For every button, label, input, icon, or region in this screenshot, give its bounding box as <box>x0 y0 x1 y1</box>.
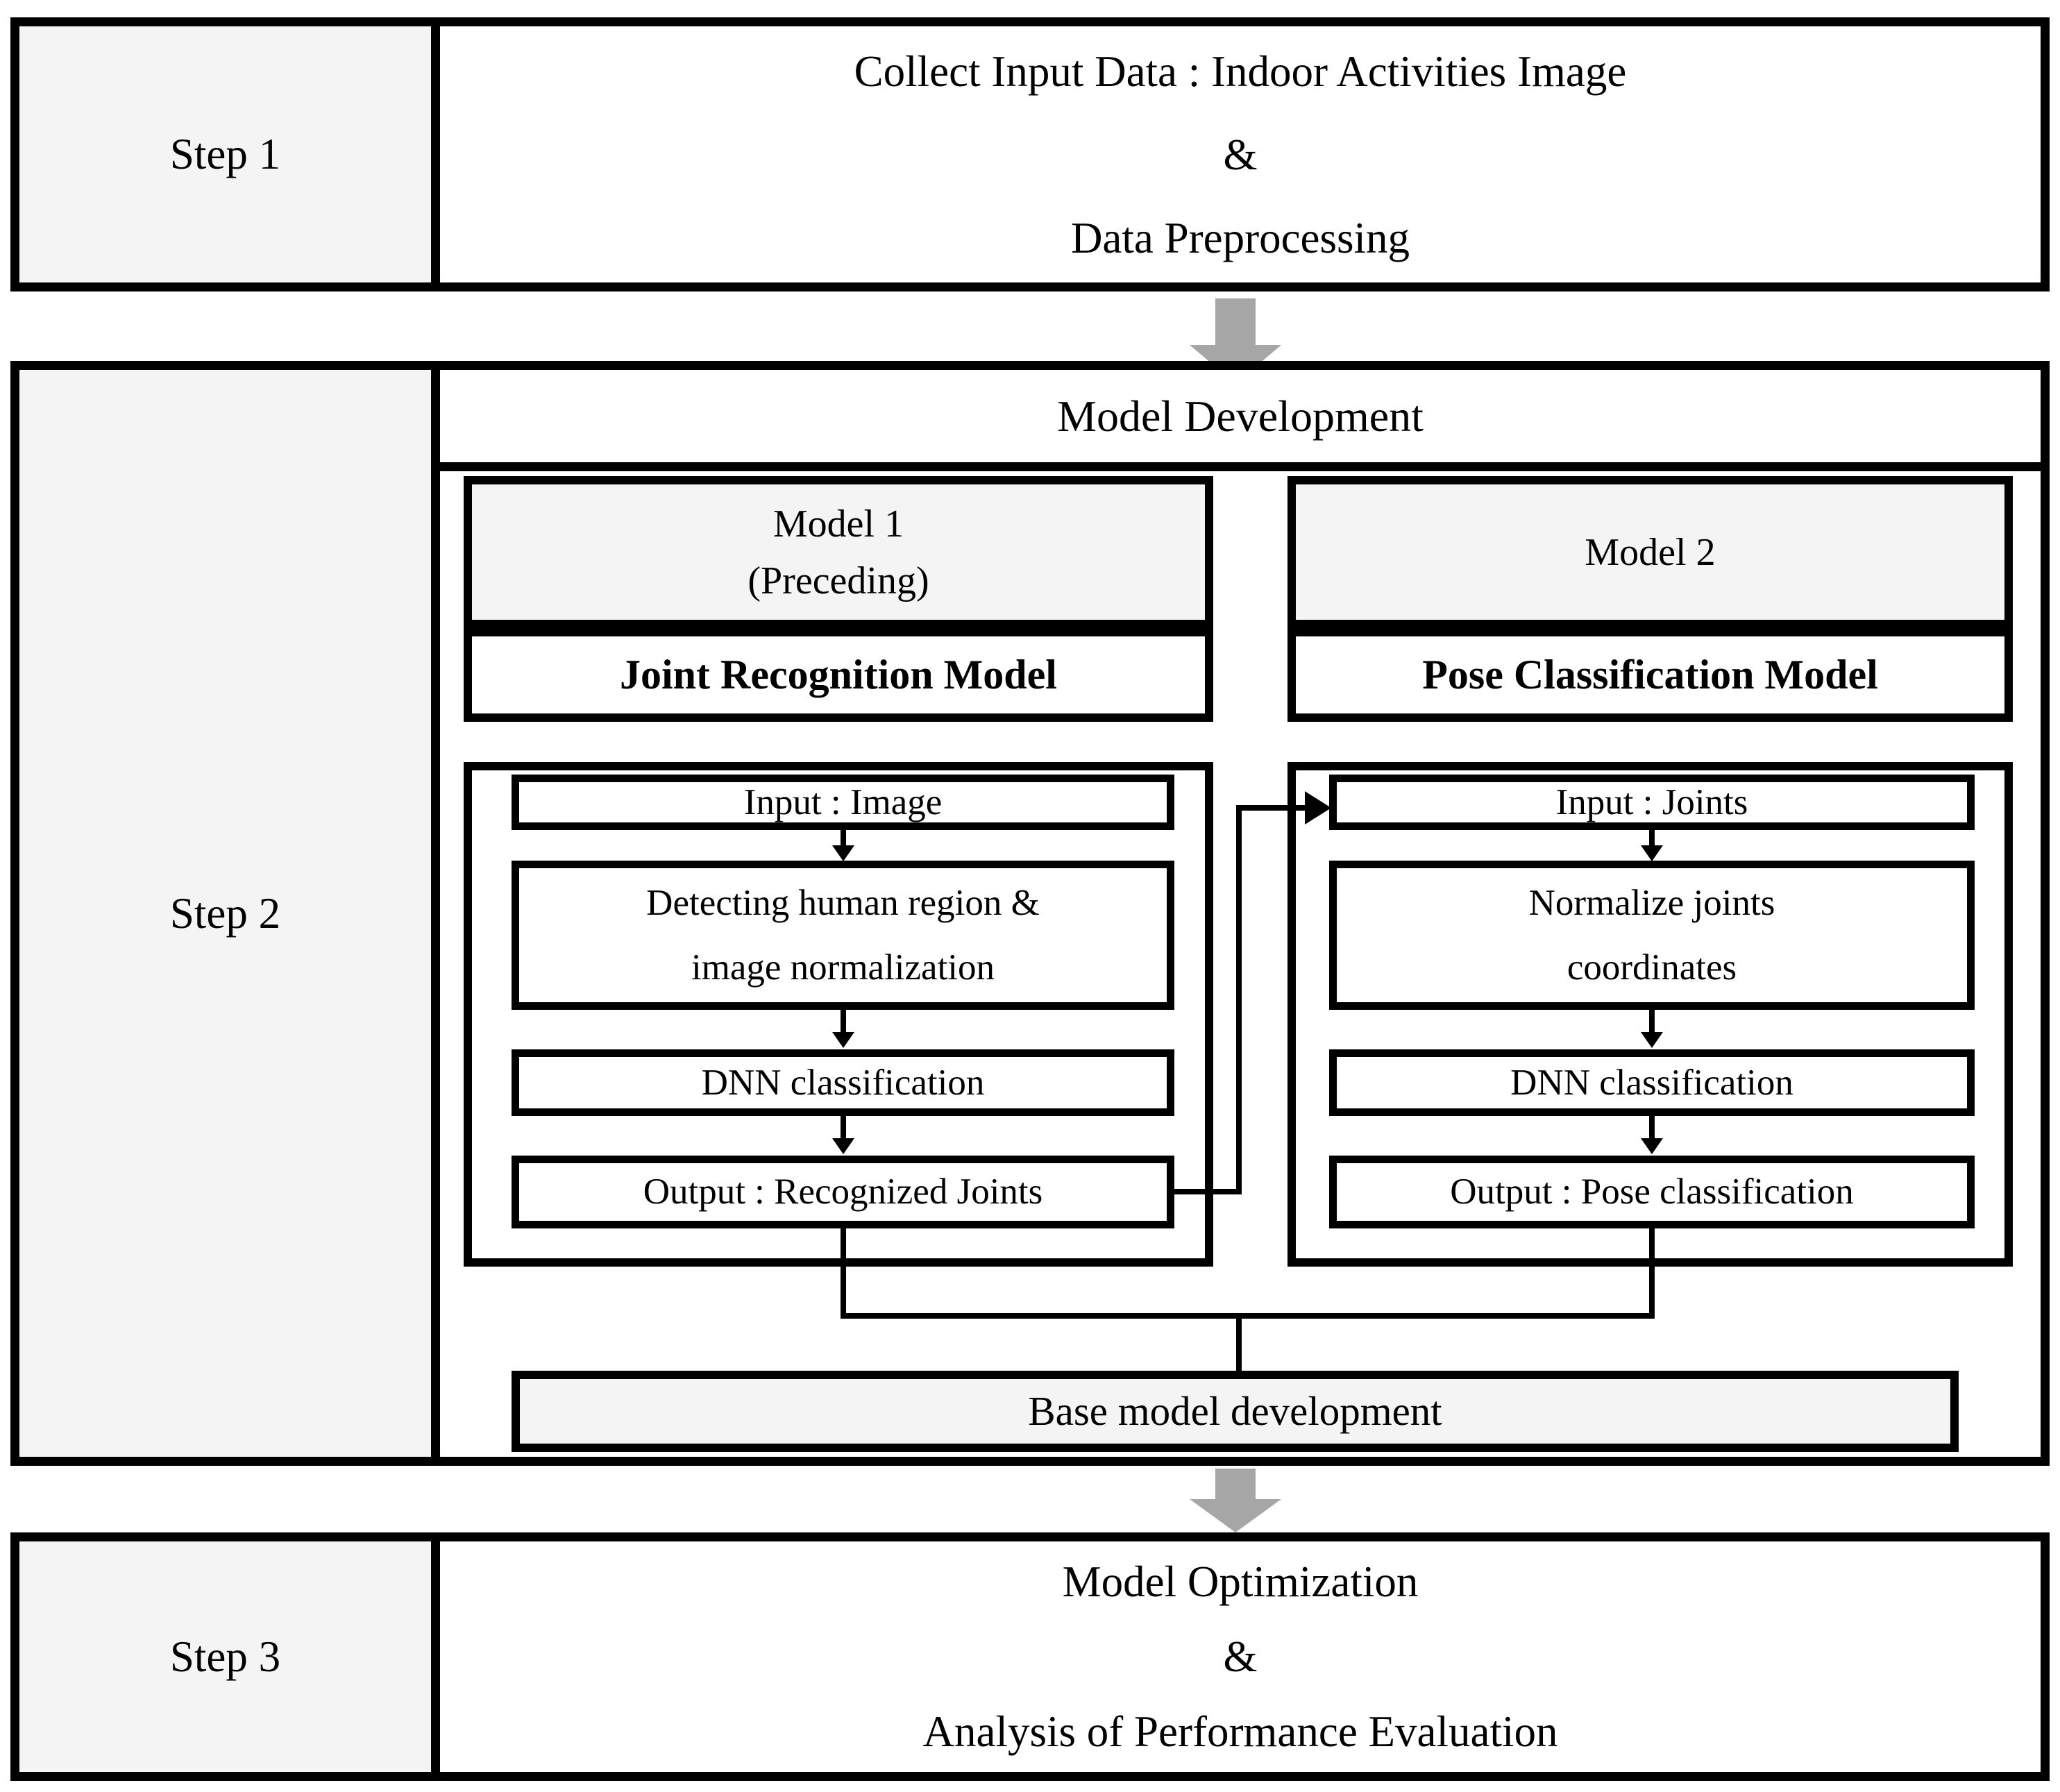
model2-input-label: Input : Joints <box>1555 781 1748 822</box>
model1-input-box: Input : Image <box>512 775 1174 830</box>
model1-dnn-label: DNN classification <box>701 1062 985 1103</box>
model1-flow-arrow3-head-icon <box>832 1138 854 1154</box>
model2-process-line2: coordinates <box>1567 947 1737 988</box>
step1-line3: Data Preprocessing <box>1070 213 1410 262</box>
model2-flow-arrow3-head-icon <box>1641 1138 1663 1154</box>
connector-base-drop-vertical <box>1236 1319 1242 1371</box>
model2-output-label: Output : Pose classification <box>1450 1172 1854 1212</box>
model2-input-box: Input : Joints <box>1329 775 1975 830</box>
base-model-label: Base model development <box>1028 1388 1442 1434</box>
model1-output-label: Output : Recognized Joints <box>643 1172 1043 1212</box>
connector-m1-down-vertical <box>841 1228 846 1319</box>
model-development-header: Model Development <box>440 370 2041 471</box>
model1-header-line1: Model 1 <box>773 502 904 546</box>
connector-m2-down-vertical <box>1649 1228 1655 1319</box>
step1-line1: Collect Input Data : Indoor Activities I… <box>854 47 1627 96</box>
step1-label: Step 1 <box>169 130 281 178</box>
model-development-title: Model Development <box>1057 391 1424 441</box>
connector-m2-in-horizontal <box>1242 805 1305 811</box>
connector-merge-horizontal <box>841 1313 1655 1319</box>
step2-label-cell: Step 2 <box>19 370 440 1457</box>
model1-flow-container: Input : Image Detecting human region & i… <box>464 762 1213 1267</box>
connector-m1-m2-vertical <box>1236 805 1242 1194</box>
model2-flow-arrow2-icon <box>1649 1010 1655 1033</box>
model1-header-line2: (Preceding) <box>748 559 929 602</box>
step1-table: Step 1 Collect Input Data : Indoor Activ… <box>10 17 2050 291</box>
step3-table: Step 3 Model Optimization & Analysis of … <box>10 1532 2050 1781</box>
model1-flow-arrow2-head-icon <box>832 1032 854 1048</box>
model1-title: Joint Recognition Model <box>620 652 1057 698</box>
step3-line3: Analysis of Performance Evaluation <box>922 1707 1558 1756</box>
step1-label-cell: Step 1 <box>19 26 440 282</box>
step1-content-cell: Collect Input Data : Indoor Activities I… <box>440 26 2041 282</box>
base-model-box: Base model development <box>512 1371 1959 1452</box>
model2-header-box: Model 2 <box>1288 476 2013 628</box>
model1-header-box: Model 1 (Preceding) <box>464 476 1213 628</box>
model2-output-box: Output : Pose classification <box>1329 1156 1975 1228</box>
step3-line2: & <box>1223 1632 1258 1681</box>
step2-table: Step 2 Model Development Model 1 (Preced… <box>10 361 2050 1466</box>
model1-output-box: Output : Recognized Joints <box>512 1156 1174 1228</box>
model2-flow-arrow1-icon <box>1649 830 1655 847</box>
down-arrow-icon <box>1215 298 1256 345</box>
connector-m1-out-horizontal <box>1174 1189 1241 1194</box>
model2-flow-arrow2-head-icon <box>1641 1032 1663 1048</box>
model2-flow-arrow3-icon <box>1649 1116 1655 1139</box>
model1-dnn-box: DNN classification <box>512 1049 1174 1116</box>
model1-process-line2: image normalization <box>691 947 995 988</box>
model2-title: Pose Classification Model <box>1422 652 1878 698</box>
down-arrow2-head-icon <box>1190 1499 1281 1532</box>
model1-process-line1: Detecting human region & <box>646 882 1040 923</box>
model2-dnn-box: DNN classification <box>1329 1049 1975 1116</box>
model1-flow-arrow1-icon <box>841 830 846 847</box>
model1-flow-arrow2-icon <box>841 1010 846 1033</box>
step3-content-cell: Model Optimization & Analysis of Perform… <box>440 1541 2041 1772</box>
model1-flow-arrow3-icon <box>841 1116 846 1139</box>
model2-header-line1: Model 2 <box>1585 530 1716 574</box>
model1-flow-arrow1-head-icon <box>832 845 854 861</box>
model1-title-box: Joint Recognition Model <box>464 628 1213 722</box>
model2-dnn-label: DNN classification <box>1510 1062 1793 1103</box>
model2-process-box: Normalize joints coordinates <box>1329 861 1975 1010</box>
down-arrow2-icon <box>1215 1469 1256 1499</box>
model1-process-box: Detecting human region & image normaliza… <box>512 861 1174 1010</box>
model2-flow-arrow1-head-icon <box>1641 845 1663 861</box>
step3-label-cell: Step 3 <box>19 1541 440 1772</box>
step3-label: Step 3 <box>169 1632 281 1681</box>
step2-label: Step 2 <box>169 888 281 938</box>
model1-input-label: Input : Image <box>743 781 943 822</box>
connector-m2-in-arrowhead-icon <box>1305 791 1331 825</box>
step3-line1: Model Optimization <box>1062 1557 1419 1606</box>
step1-line2: & <box>1223 130 1258 179</box>
model2-title-box: Pose Classification Model <box>1288 628 2013 722</box>
model2-process-line1: Normalize joints <box>1528 882 1775 923</box>
model2-flow-container: Input : Joints Normalize joints coordina… <box>1288 762 2013 1267</box>
